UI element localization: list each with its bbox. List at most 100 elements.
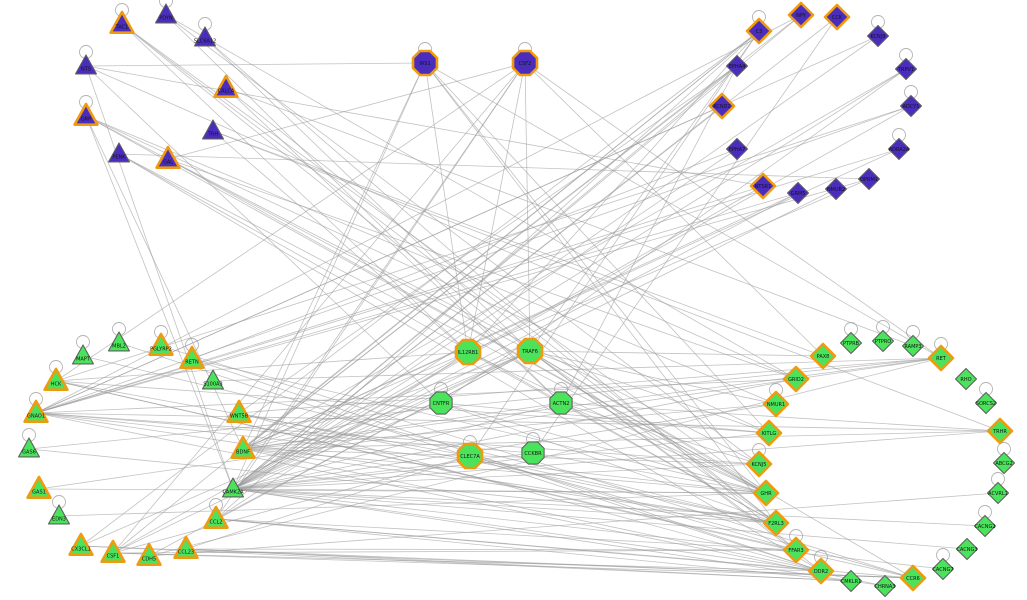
node-KCNJ5[interactable]: KCNJ5 <box>745 450 773 478</box>
node-EPHA7[interactable]: EPHA7 <box>725 137 749 161</box>
node-ADCY1[interactable]: ADCY1 <box>899 94 923 118</box>
node-TAC1[interactable]: TAC1 <box>109 10 135 34</box>
triangle-node-shape[interactable] <box>226 399 252 423</box>
diamond-node-shape[interactable] <box>752 479 780 507</box>
triangle-node-shape[interactable] <box>202 119 224 140</box>
node-IL12RB1[interactable]: IL12RB1 <box>454 338 482 366</box>
triangle-node-shape[interactable] <box>213 74 239 98</box>
node-BDNF[interactable]: BDNF <box>230 435 256 459</box>
node-PDYN[interactable]: PDYN <box>155 3 177 24</box>
node-MAPT[interactable]: MAPT <box>72 344 94 365</box>
node-CSF1[interactable]: CSF1 <box>100 539 126 563</box>
triangle-node-shape[interactable] <box>173 535 199 559</box>
triangle-node-shape[interactable] <box>155 145 181 169</box>
node-CALCA[interactable]: CALCA <box>213 74 239 98</box>
node-ACTN2[interactable]: ACTN2 <box>549 391 573 415</box>
diamond-node-shape[interactable] <box>973 514 997 538</box>
node-CSF2[interactable]: CSF2 <box>511 49 539 77</box>
triangle-node-shape[interactable] <box>23 399 49 423</box>
octagon-node-shape[interactable] <box>521 441 545 465</box>
node-CACNG2[interactable]: CACNG2 <box>973 514 997 538</box>
node-CX3CL1[interactable]: CX3CL1 <box>68 532 94 556</box>
node-FFAR3[interactable]: FFAR3 <box>782 536 810 564</box>
node-CCR6[interactable]: CCR6 <box>899 564 927 592</box>
octagon-node-shape[interactable] <box>454 338 482 366</box>
node-CCKBR[interactable]: CCKBR <box>521 441 545 465</box>
triangle-node-shape[interactable] <box>108 142 130 163</box>
node-OPRM1[interactable]: OPRM1 <box>857 167 881 191</box>
octagon-node-shape[interactable] <box>511 49 539 77</box>
node-NTS[interactable]: NTS <box>75 54 97 75</box>
diamond-node-shape[interactable] <box>901 334 925 358</box>
node-NPY[interactable]: NPY <box>787 1 815 29</box>
node-GAS1[interactable]: GAS1 <box>26 475 52 499</box>
diamond-node-shape[interactable] <box>745 450 773 478</box>
diamond-node-shape[interactable] <box>866 24 890 48</box>
diamond-node-shape[interactable] <box>974 391 998 415</box>
triangle-node-shape[interactable] <box>43 367 69 391</box>
node-GRID2[interactable]: GRID2 <box>782 365 810 393</box>
triangle-node-shape[interactable] <box>230 435 256 459</box>
node-TRHR[interactable]: TRHR <box>986 417 1014 445</box>
node-GRM5[interactable]: GRM5 <box>786 181 810 205</box>
triangle-node-shape[interactable] <box>47 504 70 525</box>
triangle-node-shape[interactable] <box>75 54 97 75</box>
triangle-node-shape[interactable] <box>179 345 205 369</box>
triangle-node-shape[interactable] <box>148 332 174 356</box>
diamond-node-shape[interactable] <box>809 342 837 370</box>
node-EPHA4[interactable]: EPHA4 <box>725 54 749 78</box>
diamond-node-shape[interactable] <box>782 365 810 393</box>
node-PAX8[interactable]: PAX8 <box>809 342 837 370</box>
node-C3[interactable]: C3 <box>745 17 773 45</box>
diamond-node-shape[interactable] <box>787 1 815 29</box>
diamond-node-shape[interactable] <box>824 177 848 201</box>
triangle-node-shape[interactable] <box>72 344 94 365</box>
node-CACNG3[interactable]: CACNG3 <box>955 537 979 561</box>
diamond-node-shape[interactable] <box>927 344 955 372</box>
diamond-node-shape[interactable] <box>762 390 790 418</box>
node-PTPRB[interactable]: PTPRB <box>839 331 863 355</box>
node-PENK[interactable]: PENK <box>108 142 130 163</box>
node-SORCS2[interactable]: SORCS2 <box>974 391 998 415</box>
node-SLC6A12[interactable]: SLC6A12 <box>194 26 216 47</box>
node-IRS1[interactable]: IRS1 <box>411 49 439 77</box>
diamond-node-shape[interactable] <box>725 54 749 78</box>
triangle-node-shape[interactable] <box>202 369 224 390</box>
triangle-node-shape[interactable] <box>136 542 162 566</box>
triangle-node-shape[interactable] <box>108 331 130 352</box>
node-KITLG[interactable]: KITLG <box>755 419 783 447</box>
node-ADRA2A[interactable]: ADRA2A <box>887 137 911 161</box>
node-GHR[interactable]: GHR <box>752 479 780 507</box>
diamond-node-shape[interactable] <box>873 574 897 598</box>
node-GRP[interactable]: GRP <box>73 102 99 126</box>
triangle-node-shape[interactable] <box>222 477 244 498</box>
node-CNTFR[interactable]: CNTFR <box>429 391 453 415</box>
node-RET[interactable]: RET <box>927 344 955 372</box>
node-CCK[interactable]: CCK <box>823 3 851 31</box>
diamond-node-shape[interactable] <box>955 537 979 561</box>
diamond-node-shape[interactable] <box>899 94 923 118</box>
diamond-node-shape[interactable] <box>899 564 927 592</box>
triangle-node-shape[interactable] <box>194 26 216 47</box>
triangle-node-shape[interactable] <box>100 539 126 563</box>
node-ACVRL1[interactable]: ACVRL1 <box>986 481 1010 505</box>
diamond-node-shape[interactable] <box>823 3 851 31</box>
triangle-node-shape[interactable] <box>155 3 177 24</box>
diamond-node-shape[interactable] <box>745 17 773 45</box>
octagon-node-shape[interactable] <box>549 391 573 415</box>
node-GAS6[interactable]: GAS6 <box>17 437 41 458</box>
node-TRH[interactable]: TRH <box>202 119 224 140</box>
diamond-node-shape[interactable] <box>755 419 783 447</box>
diamond-node-shape[interactable] <box>887 137 911 161</box>
node-RETN[interactable]: RETN <box>179 345 205 369</box>
diamond-node-shape[interactable] <box>762 509 790 537</box>
node-CDH5[interactable]: CDH5 <box>136 542 162 566</box>
node-PTPRO[interactable]: PTPRO <box>871 329 895 353</box>
node-NMUR2[interactable]: NMUR2 <box>824 177 848 201</box>
diamond-node-shape[interactable] <box>839 569 863 593</box>
diamond-node-shape[interactable] <box>992 451 1016 475</box>
node-CAMK2A[interactable]: CAMK2A <box>222 477 244 498</box>
octagon-node-shape[interactable] <box>456 442 484 470</box>
diamond-node-shape[interactable] <box>786 181 810 205</box>
